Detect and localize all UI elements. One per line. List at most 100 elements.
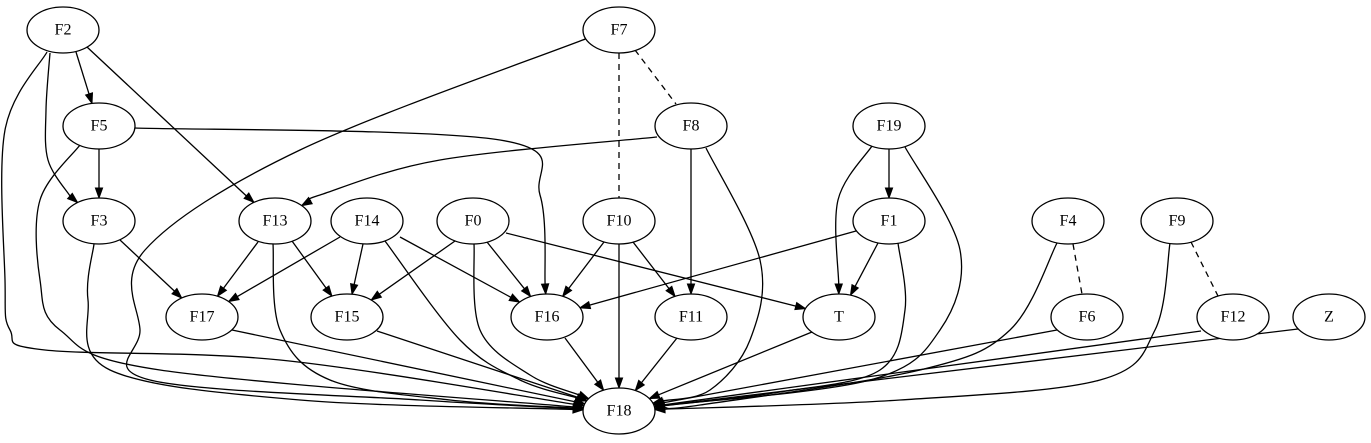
edge-f13-to-f17 (216, 241, 259, 298)
node-label: F18 (607, 403, 632, 420)
node-f19: F19 (852, 102, 926, 150)
edge-f4-to-f6 (1072, 243, 1083, 295)
edge-line (35, 144, 574, 408)
arrowhead-icon (634, 379, 646, 392)
edge-line (662, 147, 764, 402)
edge-f2-to-f5 (75, 51, 94, 105)
arrowhead-icon (227, 292, 240, 303)
node-ellipse (238, 197, 312, 245)
edge-line (291, 240, 327, 289)
node-f4: F4 (1031, 197, 1105, 245)
edge-line (505, 232, 796, 307)
arrowhead-icon (243, 192, 256, 204)
edge-line (86, 243, 574, 411)
edge-f19-to-f1 (884, 149, 894, 200)
edge-f15-to-f18 (376, 330, 589, 402)
edge-line (125, 37, 589, 410)
node-ellipse (26, 6, 100, 54)
edge-line (664, 146, 963, 407)
edge-line (379, 240, 456, 295)
edge-line (134, 127, 546, 285)
edge-line (854, 242, 879, 287)
arrowhead-icon (686, 283, 696, 296)
node-ellipse (582, 6, 656, 54)
node-ellipse (582, 197, 656, 245)
edge-line (564, 337, 599, 383)
node-label: F4 (1060, 213, 1077, 230)
node-f11: F11 (654, 293, 728, 341)
node-label: F19 (877, 118, 902, 135)
node-f8: F8 (654, 102, 728, 150)
edge-f13-to-f15 (291, 240, 333, 298)
node-ellipse (582, 387, 656, 435)
node-f1: F1 (852, 197, 926, 245)
node-ellipse (310, 293, 384, 341)
node-label: F6 (1079, 309, 1096, 326)
edge-line (307, 136, 658, 202)
node-label: F9 (1169, 213, 1186, 230)
edge-f19-to-t (834, 145, 873, 296)
node-label: F2 (55, 22, 72, 39)
edge-line (222, 241, 259, 289)
edge-line (75, 51, 90, 95)
edge-line (664, 242, 907, 407)
edge-line (236, 236, 341, 298)
edge-line (632, 241, 670, 289)
node-ellipse (510, 293, 584, 341)
edge-line (486, 241, 525, 290)
edge-line (473, 243, 580, 396)
node-ellipse (436, 197, 510, 245)
node-ellipse (802, 293, 876, 341)
arrowhead-icon (350, 283, 359, 296)
node-label: F16 (535, 309, 560, 326)
edge-line (384, 240, 578, 399)
edge-f7-to-f8 (634, 49, 677, 105)
edge-line (119, 239, 175, 292)
edge-line (568, 241, 605, 289)
node-ellipse (852, 197, 926, 245)
node-f10: F10 (582, 197, 656, 245)
node-z: Z (1292, 293, 1366, 341)
node-ellipse (62, 197, 136, 245)
edge-line (376, 330, 578, 398)
arrowhead-icon (849, 283, 860, 297)
arrowhead-icon (520, 285, 532, 298)
edge-f3-to-f17 (119, 239, 183, 300)
node-f3: F3 (62, 197, 136, 245)
arrowhead-icon (572, 403, 585, 413)
arrowhead-icon (794, 301, 807, 311)
edge-line (353, 243, 364, 285)
node-ellipse (1031, 197, 1105, 245)
node-ellipse (1292, 293, 1366, 341)
node-f12: F12 (1196, 293, 1270, 341)
node-ellipse (1050, 293, 1124, 341)
edge-f16-to-f18 (564, 337, 605, 392)
edge-f8-to-f13 (300, 136, 658, 207)
arrowhead-icon (561, 285, 573, 298)
edge-line (664, 330, 1202, 406)
edge-z-to-f18 (652, 328, 1299, 410)
edge-f6-to-f18 (652, 329, 1058, 407)
node-label: F12 (1221, 309, 1246, 326)
edge-f13-to-f18 (272, 243, 585, 413)
edge-f14-to-f17 (227, 236, 341, 303)
node-label: T (834, 309, 844, 326)
node-f15: F15 (310, 293, 384, 341)
node-label: F5 (91, 118, 108, 135)
arrowhead-icon (834, 283, 844, 296)
edge-f10-to-f18 (614, 244, 624, 390)
edge-layer (1, 37, 1299, 414)
edge-f14-to-f15 (350, 243, 364, 296)
node-f7: F7 (582, 6, 656, 54)
arrowhead-icon (94, 187, 104, 200)
node-label: Z (1324, 309, 1334, 326)
arrowhead-icon (322, 285, 333, 298)
node-ellipse (654, 102, 728, 150)
edge-f5-to-f16 (134, 127, 550, 296)
arrowhead-icon (84, 92, 94, 105)
edge-f10-to-f11 (632, 241, 677, 298)
arrowhead-icon (578, 300, 592, 310)
arrowhead-icon (300, 196, 313, 207)
arrowhead-icon (216, 285, 228, 298)
